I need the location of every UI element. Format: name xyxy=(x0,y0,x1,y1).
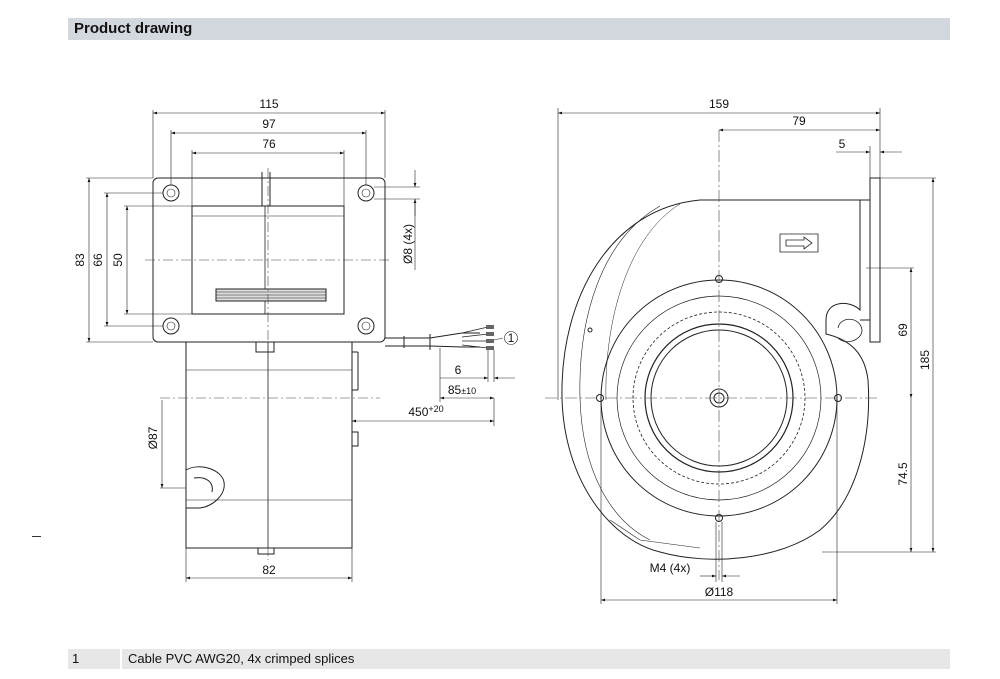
cable xyxy=(385,332,480,339)
dim-hole-diameter: Ø8 (4x) xyxy=(401,224,415,264)
dim-height-outer: 83 xyxy=(73,253,87,267)
legend-row: 1 Cable PVC AWG20, 4x crimped splices xyxy=(68,649,950,669)
side-dimension-lines xyxy=(557,108,936,604)
front-view xyxy=(145,168,504,560)
outlet-flange xyxy=(869,177,881,343)
dim-width-holes: 97 xyxy=(262,117,276,131)
dim-cable-length: 450+20 xyxy=(408,404,443,419)
dim-axis-to-flange: 79 xyxy=(792,114,806,128)
mounting-hole xyxy=(357,317,375,335)
dim-flange-thickness: 5 xyxy=(839,137,846,151)
front-dimension-lines xyxy=(86,110,518,582)
mounting-hole xyxy=(357,184,375,202)
mounting-holes xyxy=(162,184,375,335)
dim-height-holes: 66 xyxy=(91,253,105,267)
direction-arrow-icon xyxy=(779,233,819,253)
motor-body xyxy=(185,341,353,549)
legend-text: Cable PVC AWG20, 4x crimped splices xyxy=(128,651,355,666)
dim-width-outer: 115 xyxy=(259,97,278,111)
dim-width-housing: 76 xyxy=(262,137,276,151)
callout-circle xyxy=(504,331,518,345)
dim-thread: M4 (4x) xyxy=(650,561,691,575)
legend-divider xyxy=(120,649,122,669)
dim-splice-length: 85±10 xyxy=(448,383,476,397)
side-view xyxy=(545,130,881,580)
dim-strip-length: 6 xyxy=(455,363,462,377)
dim-motor-diameter: Ø87 xyxy=(146,426,160,449)
dim-inlet-diameter: Ø118 xyxy=(705,585,734,599)
margin-mark xyxy=(32,536,41,537)
dim-axis-to-bottom: 74.5 xyxy=(896,462,910,486)
dim-total-width: 159 xyxy=(709,97,729,111)
callout-number: 1 xyxy=(508,331,515,345)
dim-outlet-height: 69 xyxy=(896,323,910,337)
legend-number: 1 xyxy=(72,651,80,666)
page-title: Product drawing xyxy=(74,20,193,37)
mounting-hole xyxy=(162,184,180,202)
scroll-housing xyxy=(561,199,870,560)
dim-motor-width: 82 xyxy=(262,563,276,577)
mounting-hole xyxy=(162,317,180,335)
dim-height-housing: 50 xyxy=(111,253,125,267)
header-bar: Product drawing xyxy=(68,18,950,40)
dim-total-height: 185 xyxy=(918,350,932,370)
